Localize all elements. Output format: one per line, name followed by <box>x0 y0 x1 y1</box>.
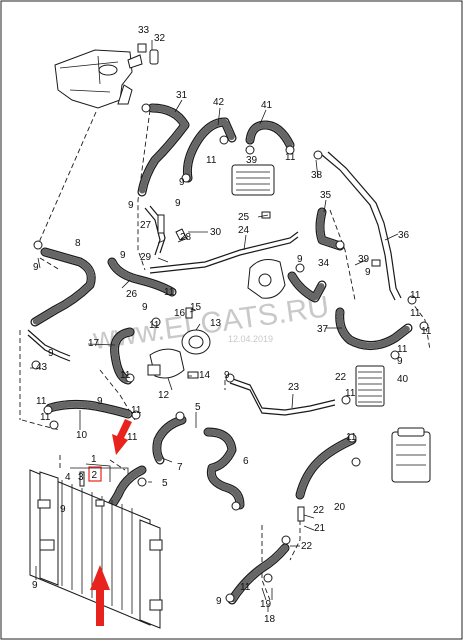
callout-9-a[interactable]: 9 <box>179 177 185 188</box>
callout-11-h[interactable]: 11 <box>397 344 408 355</box>
auxiliary-radiator <box>391 427 431 483</box>
callout-9-l[interactable]: 9 <box>97 396 103 407</box>
red-arrow-icon <box>112 419 132 455</box>
callout-31[interactable]: 31 <box>176 90 188 101</box>
callout-11-j[interactable]: 11 <box>345 388 356 399</box>
callout-11-a[interactable]: 11 <box>206 155 217 166</box>
callout-9-k[interactable]: 9 <box>224 370 230 381</box>
pump-13 <box>181 329 211 355</box>
callout-9-f[interactable]: 9 <box>297 254 303 265</box>
callout-25[interactable]: 25 <box>238 212 250 223</box>
pump-12 <box>147 348 185 379</box>
screws <box>79 211 381 522</box>
callout-18[interactable]: 18 <box>264 614 276 625</box>
callout-11-f[interactable]: 11 <box>410 308 421 319</box>
callout-22-c[interactable]: 22 <box>301 541 313 552</box>
callout-9-j[interactable]: 9 <box>397 356 403 367</box>
callout-9-d[interactable]: 9 <box>120 250 126 261</box>
screw-icon <box>157 214 165 234</box>
callout-22-b[interactable]: 22 <box>313 505 325 516</box>
callout-9-e[interactable]: 9 <box>33 262 39 273</box>
callout-11-k[interactable]: 11 <box>36 396 47 407</box>
callout-41[interactable]: 41 <box>261 100 273 111</box>
callout-11-i[interactable]: 11 <box>120 370 131 381</box>
hoses <box>30 103 413 605</box>
callout-40[interactable]: 40 <box>397 374 409 385</box>
callout-24[interactable]: 24 <box>238 225 250 236</box>
callout-9-n[interactable]: 9 <box>32 580 38 591</box>
callout-42[interactable]: 42 <box>213 97 225 108</box>
callout-14[interactable]: 14 <box>199 370 211 381</box>
callout-9-i[interactable]: 9 <box>48 348 54 359</box>
callout-21[interactable]: 21 <box>314 523 326 534</box>
callout-43[interactable]: 43 <box>36 362 48 373</box>
callout-15[interactable]: 15 <box>190 302 202 313</box>
callout-37[interactable]: 37 <box>317 324 329 335</box>
callout-11-m[interactable]: 11 <box>40 412 51 423</box>
rigid-pipes <box>27 151 402 416</box>
callout-19[interactable]: 19 <box>260 599 272 610</box>
callout-11-p[interactable]: 11 <box>240 582 251 593</box>
callout-labels: 33 32 31 42 41 11 11 39 9 38 9 9 35 25 3… <box>32 25 432 625</box>
callout-32[interactable]: 32 <box>154 33 166 44</box>
callout-35[interactable]: 35 <box>320 190 332 201</box>
callout-4[interactable]: 4 <box>65 472 71 483</box>
callout-38[interactable]: 38 <box>311 170 323 181</box>
callout-13[interactable]: 13 <box>210 318 222 329</box>
highlight-box-2[interactable]: 2 <box>70 466 129 482</box>
callout-9-m[interactable]: 9 <box>60 504 66 515</box>
callout-5-b[interactable]: 5 <box>162 478 168 489</box>
callout-27[interactable]: 27 <box>140 220 152 231</box>
callout-3[interactable]: 3 <box>78 472 84 483</box>
clamps <box>31 103 429 603</box>
callout-6[interactable]: 6 <box>243 456 249 467</box>
callout-16[interactable]: 16 <box>174 308 186 319</box>
callout-7[interactable]: 7 <box>177 462 183 473</box>
callout-26[interactable]: 26 <box>126 289 138 300</box>
callout-9-o[interactable]: 9 <box>216 596 222 607</box>
callout-2[interactable]: 2 <box>92 470 98 481</box>
callout-39-a[interactable]: 39 <box>246 155 258 166</box>
callout-12[interactable]: 12 <box>158 390 170 401</box>
leader-lines <box>30 40 399 612</box>
callout-11-n[interactable]: 11 <box>127 432 138 443</box>
sensor-32 <box>137 43 159 65</box>
callout-39-b[interactable]: 39 <box>358 254 370 265</box>
callout-5-a[interactable]: 5 <box>195 402 201 413</box>
callout-9-b[interactable]: 9 <box>128 200 134 211</box>
callout-33[interactable]: 33 <box>138 25 150 36</box>
callout-9-c[interactable]: 9 <box>175 198 181 209</box>
callout-11-c[interactable]: 11 <box>164 287 175 298</box>
callout-11-d[interactable]: 11 <box>149 320 160 331</box>
callout-36[interactable]: 36 <box>398 230 410 241</box>
callout-11-e[interactable]: 11 <box>410 290 421 301</box>
callout-1[interactable]: 1 <box>91 454 97 465</box>
callout-11-l[interactable]: 11 <box>131 405 142 416</box>
callout-20[interactable]: 20 <box>334 502 346 513</box>
callout-9-g[interactable]: 9 <box>365 267 371 278</box>
callout-11-b[interactable]: 11 <box>285 152 296 163</box>
callout-8[interactable]: 8 <box>75 238 81 249</box>
callout-34[interactable]: 34 <box>318 258 330 269</box>
callout-9-h[interactable]: 9 <box>142 302 148 313</box>
red-arrow-icon <box>90 565 110 626</box>
thermostat-housing <box>247 259 286 299</box>
cooler-40 <box>355 365 385 407</box>
callout-30[interactable]: 30 <box>210 227 222 238</box>
callout-29[interactable]: 29 <box>140 252 152 263</box>
callout-11-o[interactable]: 11 <box>346 432 357 443</box>
callout-17[interactable]: 17 <box>88 338 100 349</box>
callout-10[interactable]: 10 <box>76 430 88 441</box>
callout-28[interactable]: 28 <box>180 232 192 243</box>
radiator <box>29 469 163 629</box>
callout-11-g[interactable]: 11 <box>421 326 432 337</box>
callout-23[interactable]: 23 <box>288 382 300 393</box>
callout-22-a[interactable]: 22 <box>335 372 347 383</box>
expansion-tank <box>54 49 143 109</box>
watermark-date: 12.04.2019 <box>228 334 273 344</box>
heat-exchanger-38 <box>231 164 275 196</box>
